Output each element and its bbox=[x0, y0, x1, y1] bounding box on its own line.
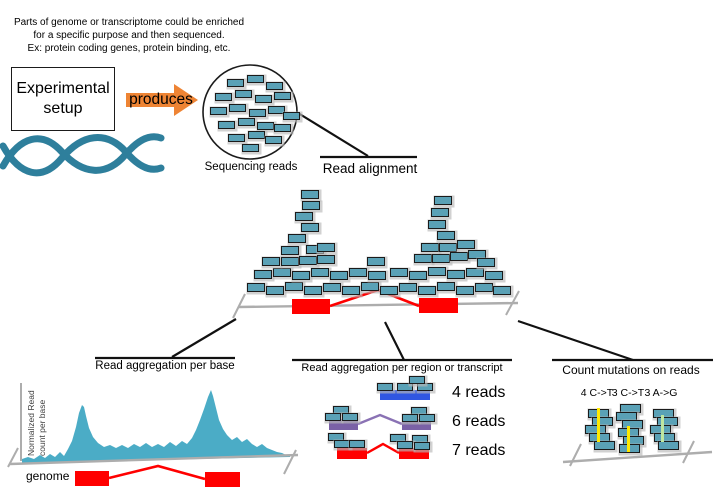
per-region-label: Read aggregation per region or transcrip… bbox=[301, 362, 503, 374]
mutation-annotation-3: 3 A->G bbox=[644, 387, 678, 399]
mutations-label: Count mutations on reads bbox=[562, 363, 700, 377]
read-alignment-label: Read alignment bbox=[322, 161, 418, 176]
transcript-bar-purple bbox=[402, 419, 431, 430]
transcript-bar-red bbox=[337, 448, 367, 459]
coverage-area-chart bbox=[22, 390, 290, 463]
per-base-label: Read aggregation per base bbox=[95, 360, 235, 372]
connector-to-mutations bbox=[517, 319, 634, 362]
axis-tick-slash bbox=[682, 440, 695, 464]
alignment-genome-axis bbox=[237, 301, 519, 309]
genome-exon-box bbox=[205, 472, 240, 487]
sequencing-reads-circle bbox=[202, 64, 298, 160]
connector-circle-to-alignment bbox=[297, 112, 369, 157]
exon-box bbox=[292, 299, 330, 314]
transcript-bar-blue bbox=[380, 390, 430, 400]
axis-tick-slash bbox=[283, 449, 297, 475]
dna-helix-strand-1 bbox=[0, 133, 165, 174]
genome-splice-line bbox=[108, 464, 206, 481]
intro-note: Parts of genome or transcriptome could b… bbox=[6, 16, 252, 55]
exon-box bbox=[419, 298, 458, 313]
transcript-bar-red bbox=[399, 448, 429, 459]
transcript-bar-purple bbox=[329, 419, 358, 430]
axis-tick-slash bbox=[7, 447, 19, 468]
experimental-setup-box: Experimental setup bbox=[11, 67, 115, 131]
dna-helix-strand-2 bbox=[0, 134, 165, 177]
transcript-splice-purple bbox=[357, 413, 403, 426]
experimental-setup-line1: Experimental bbox=[16, 80, 110, 97]
coverage-genome-axis bbox=[9, 453, 299, 466]
transcript-splice-red bbox=[366, 442, 400, 455]
genome-exon-box bbox=[75, 471, 109, 486]
experimental-setup-line2: setup bbox=[43, 100, 83, 117]
intro-note-line2: for a specific purpose and then sequence… bbox=[33, 30, 225, 41]
produces-label: produces bbox=[129, 91, 193, 108]
genome-label: genome bbox=[26, 469, 70, 483]
connector-to-per-base bbox=[171, 318, 237, 358]
axis-tick-slash bbox=[232, 293, 246, 319]
mutation-annotation-2: 3 C->T bbox=[611, 387, 645, 399]
produces-arrow-icon bbox=[126, 84, 198, 116]
connector-to-per-region bbox=[384, 321, 405, 361]
count-label-4-reads: 4 reads bbox=[452, 384, 506, 401]
coverage-y-axis-line2: count per base bbox=[37, 399, 47, 456]
coverage-y-axis-label: Normalized Read count per base bbox=[26, 376, 48, 456]
count-label-7-reads: 7 reads bbox=[452, 442, 506, 459]
mutation-annotation-1: 4 C->T bbox=[580, 387, 614, 399]
intro-note-line1: Parts of genome or transcriptome could b… bbox=[13, 17, 245, 28]
intro-note-line3: Ex: protein coding genes, protein bindin… bbox=[27, 43, 231, 54]
count-label-6-reads: 6 reads bbox=[452, 413, 506, 430]
axis-tick-slash bbox=[505, 290, 520, 316]
mutations-genome-axis bbox=[562, 450, 713, 464]
coverage-y-axis-line1: Normalized Read bbox=[26, 390, 36, 456]
axis-tick-slash bbox=[569, 443, 582, 467]
sequencing-reads-label: Sequencing reads bbox=[204, 161, 298, 173]
